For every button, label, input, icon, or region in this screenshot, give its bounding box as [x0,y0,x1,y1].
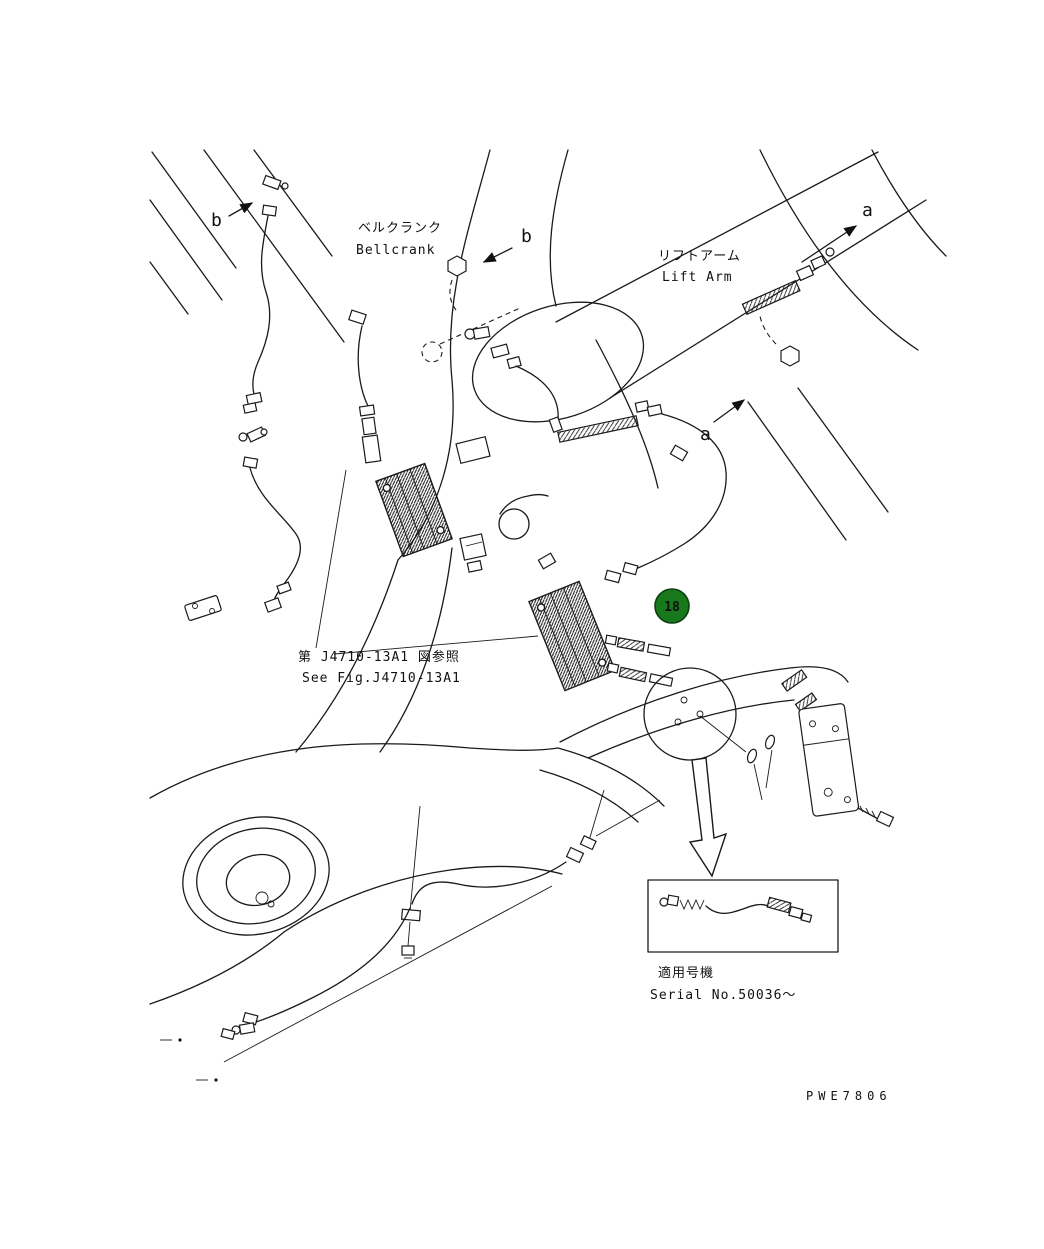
lower-arm-wheel [149,743,665,1005]
lift-arm-label-en: Lift Arm [662,270,733,285]
view-a-upper-arrow [801,225,858,263]
view-b-center: b [447,226,532,311]
see-fig-label-jp: 第 J4710-13A1 図参照 [298,649,460,665]
see-fig-label-en: See Fig.J4710-13A1 [302,671,461,686]
bellcrank-label-jp: ベルクランク [358,221,442,236]
view-b-left-label: b [211,210,222,231]
view-a-mid-arrow [713,399,746,423]
bellcrank-pipe [348,307,521,558]
part-callout-number: 18 [664,600,680,615]
view-b-center-label: b [521,226,532,247]
hex-fitting [447,255,467,277]
valve-block [374,462,454,558]
elbow-assembly [459,493,557,573]
part-callout-18[interactable]: 18 [654,588,690,624]
lift-arm-label: リフトアーム Lift Arm [658,249,741,285]
serial-label-en: Serial No.50036～ [650,988,796,1003]
lower-pipe-run [220,789,661,1063]
lift-arm-label-jp: リフトアーム [658,249,741,264]
manifold-block [528,580,674,692]
upper-left-pipe-assembly [184,174,301,621]
centerline-marks [160,1038,218,1082]
drawing-number: PWE7806 [806,1089,892,1103]
serial-label: 適用号機 Serial No.50036～ [650,965,796,1003]
serial-inset-box [647,879,839,953]
view-b-left-arrow [228,202,254,217]
part-callout-circle [654,588,690,624]
direction-arrow [688,757,728,878]
view-b-left: b [211,202,254,231]
view-a-upper: a [741,200,873,367]
right-hose-run [559,666,849,801]
view-a-upper-label: a [862,200,873,221]
frame-lines-upper-left [149,149,345,343]
view-b-center-arrow [482,247,513,263]
see-fig-reference: 第 J4710-13A1 図参照 See Fig.J4710-13A1 [298,469,539,686]
bellcrank-label: ベルクランク Bellcrank [356,221,442,258]
center-hose-assembly [455,325,727,584]
view-a-mid: a [700,399,746,445]
mounting-bracket [798,703,895,828]
lift-arm-outline [555,149,947,541]
serial-label-jp: 適用号機 [658,965,714,981]
bellcrank-label-en: Bellcrank [356,243,435,258]
